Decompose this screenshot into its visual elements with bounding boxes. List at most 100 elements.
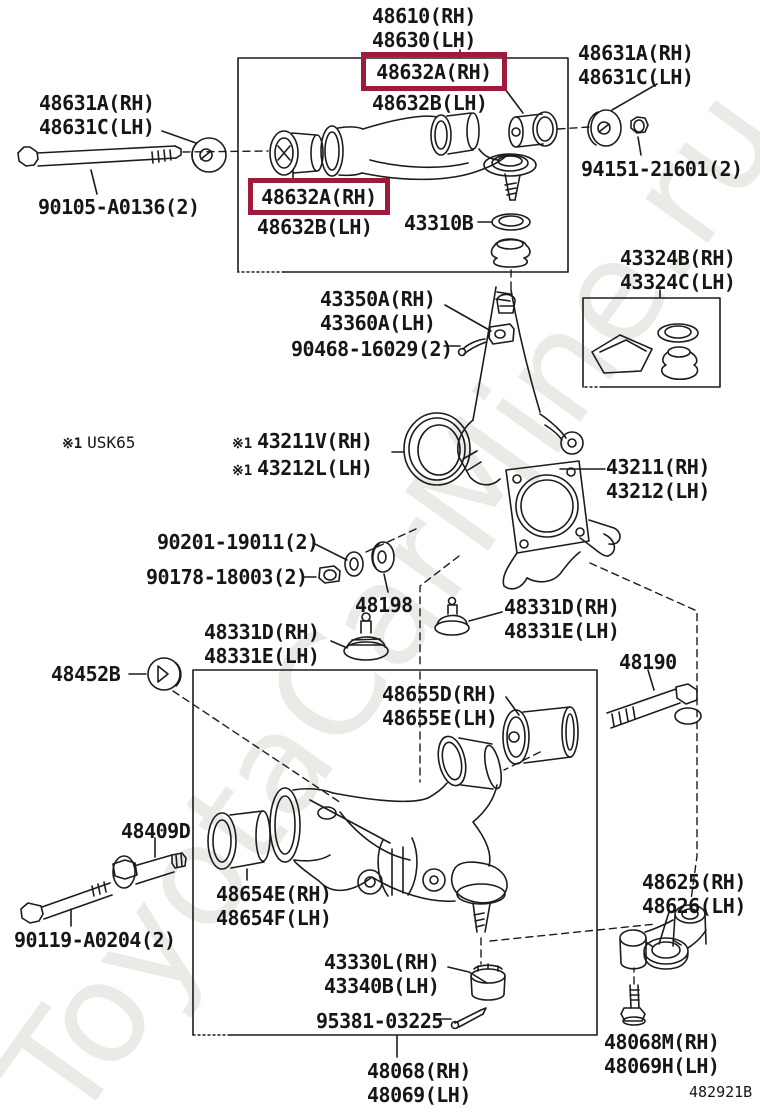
label-cotter-pin-lower: 95381-03225: [316, 1009, 443, 1033]
part-number-line: 43211(RH): [606, 455, 710, 479]
upper-arm-bolt-art: [17, 145, 269, 167]
part-number-line: 90105-A0136(2): [38, 195, 200, 219]
part-number-line: 48331D(RH): [504, 595, 620, 619]
upper-assembly-box: [237, 57, 569, 273]
part-number-line: 48331D(RH): [204, 620, 320, 644]
label-upper-bushing-front-lh: 48632B(LH): [257, 215, 373, 239]
label-lower-ball-joint: 43330L(RH) 43340B(LH): [324, 950, 440, 998]
part-number-line: 48068(RH): [367, 1059, 471, 1083]
label-steering-knuckle: 43211(RH) 43212(LH): [606, 455, 710, 503]
label-lower-arm-bolt: 90119-A0204(2): [14, 928, 176, 952]
label-upper-arm-bolt: 90105-A0136(2): [38, 195, 200, 219]
knuckle-arm-bolt-art: [620, 984, 646, 1026]
label-knuckle-arm: 48625(RH) 48626(LH): [642, 870, 746, 918]
ball-joint-cover-front-art: [343, 612, 389, 661]
part-number-line: 48632A(RH): [261, 184, 377, 209]
lower-arm-bolt-art: [20, 852, 187, 924]
part-number-line: 48331E(LH): [504, 619, 620, 643]
part-number-line: 48632B(LH): [257, 215, 373, 239]
lower-arm-bushing-front-art: [207, 810, 271, 870]
ball-joint-dust-cover-art: [490, 213, 531, 297]
lower-arm-bushing-rear-art: [502, 706, 579, 765]
lower-control-arm-art: [269, 735, 508, 933]
part-number-line: 43212(LH): [606, 479, 710, 503]
label-cam-nut: 94151-21601(2): [581, 157, 743, 181]
ball-joint-cover-rear-art: [434, 596, 470, 636]
steering-knuckle-art: [457, 286, 621, 590]
footnote: ※1 USK65: [62, 431, 135, 456]
lower-assembly-box: [192, 669, 598, 1036]
footnote-marker: ※1: [62, 436, 83, 452]
label-cotter-pin-upper: 90468-16029(2): [291, 337, 453, 361]
part-number-line: 43211V(RH): [257, 429, 373, 453]
footnote-marker: ※1: [232, 436, 253, 452]
label-camber-cam-left: 48631A(RH) 48631C(LH): [39, 91, 155, 139]
label-upper-control-arm: 48610(RH) 48630(LH): [372, 4, 476, 52]
diagram-code: 482921B: [689, 1083, 753, 1101]
label-oil-seal: ※1 43211V(RH) ※1 43212L(LH): [232, 429, 373, 483]
part-number-line: 43324B(RH): [620, 246, 736, 270]
label-ball-joint-cover-front: 48331D(RH) 48331E(LH): [204, 620, 320, 668]
part-number-line: 48654E(RH): [216, 882, 332, 906]
part-number-line: 48632B(LH): [372, 91, 488, 115]
part-number-line: 48655E(LH): [382, 706, 498, 730]
cap-art: [147, 657, 182, 691]
part-number-line: 48452B: [51, 662, 121, 686]
label-steering-knuckle-kit: 43324B(RH) 43324C(LH): [620, 246, 736, 294]
label-washer: 90201-19011(2): [157, 530, 319, 554]
label-lower-arm-bushing-front: 48654E(RH) 48654F(LH): [216, 882, 332, 930]
part-number-line: 48409D: [121, 819, 191, 843]
part-number-line: 90178-18003(2): [146, 565, 308, 589]
part-number-line: 48655D(RH): [382, 682, 498, 706]
part-number-line: 43324C(LH): [620, 270, 736, 294]
footnote-text: USK65: [87, 433, 136, 452]
part-number-line: 90468-16029(2): [291, 337, 453, 361]
highlight-box-upper-bushing-rear: 48632A(RH): [361, 52, 507, 91]
knuckle-arm-art: [619, 904, 707, 970]
label-cam-plate: 48198: [355, 593, 413, 617]
part-number-line: 90119-A0204(2): [14, 928, 176, 952]
knuckle-kit-art: [591, 323, 699, 381]
part-number-line: 48654F(LH): [216, 906, 332, 930]
part-number-line: 48625(RH): [642, 870, 746, 894]
label-lower-arm-cam: 48409D: [121, 819, 191, 843]
part-number-line: 43350A(RH): [320, 287, 436, 311]
label-camber-cam-right: 48631A(RH) 48631C(LH): [578, 41, 694, 89]
part-number-line: 48631A(RH): [39, 91, 155, 115]
part-number-line: 43360A(LH): [320, 311, 436, 335]
camber-cam-right-art: [557, 109, 649, 147]
label-nut: 90178-18003(2): [146, 565, 308, 589]
part-number-line: 48198: [355, 593, 413, 617]
label-cap: 48452B: [51, 662, 121, 686]
part-number-line: 48069(LH): [367, 1083, 471, 1107]
part-number-line: 90201-19011(2): [157, 530, 319, 554]
highlight-box-upper-bushing-front: 48632A(RH): [248, 178, 390, 215]
footnote-marker: ※1: [232, 463, 253, 479]
part-number-line: 48632A(RH): [376, 59, 492, 84]
oil-seal-art: [403, 412, 471, 486]
part-number-line: 48631C(LH): [39, 115, 155, 139]
knuckle-stop-art: [457, 293, 516, 357]
label-lower-control-arm: 48068(RH) 48069(LH): [367, 1059, 471, 1107]
part-number-line: 48631C(LH): [578, 65, 694, 89]
part-number-line: 43212L(LH): [257, 456, 373, 480]
part-number-line: 48331E(LH): [204, 644, 320, 668]
part-number-line: 48630(LH): [372, 28, 476, 52]
part-number-line: 43310B: [404, 211, 474, 235]
part-number-line: 48190: [619, 650, 677, 674]
part-number-line: 48626(LH): [642, 894, 746, 918]
upper-control-arm-art: [269, 111, 558, 201]
label-ball-joint-dust-cover: 43310B: [404, 211, 474, 235]
part-number-line: 48069H(LH): [604, 1054, 720, 1078]
label-upper-bushing-rear-lh: 48632B(LH): [372, 91, 488, 115]
label-lower-arm-bushing-rear: 48655D(RH) 48655E(LH): [382, 682, 498, 730]
label-knuckle-stop: 43350A(RH) 43360A(LH): [320, 287, 436, 335]
washer-and-cam-art: [318, 541, 395, 584]
part-number-line: 48631A(RH): [578, 41, 694, 65]
knuckle-kit-box: [582, 297, 721, 388]
label-knuckle-arm-bolt: 48068M(RH) 48069H(LH): [604, 1030, 720, 1078]
dashed-construction-lines: [172, 527, 698, 985]
lower-ball-joint-art: [450, 963, 506, 1030]
